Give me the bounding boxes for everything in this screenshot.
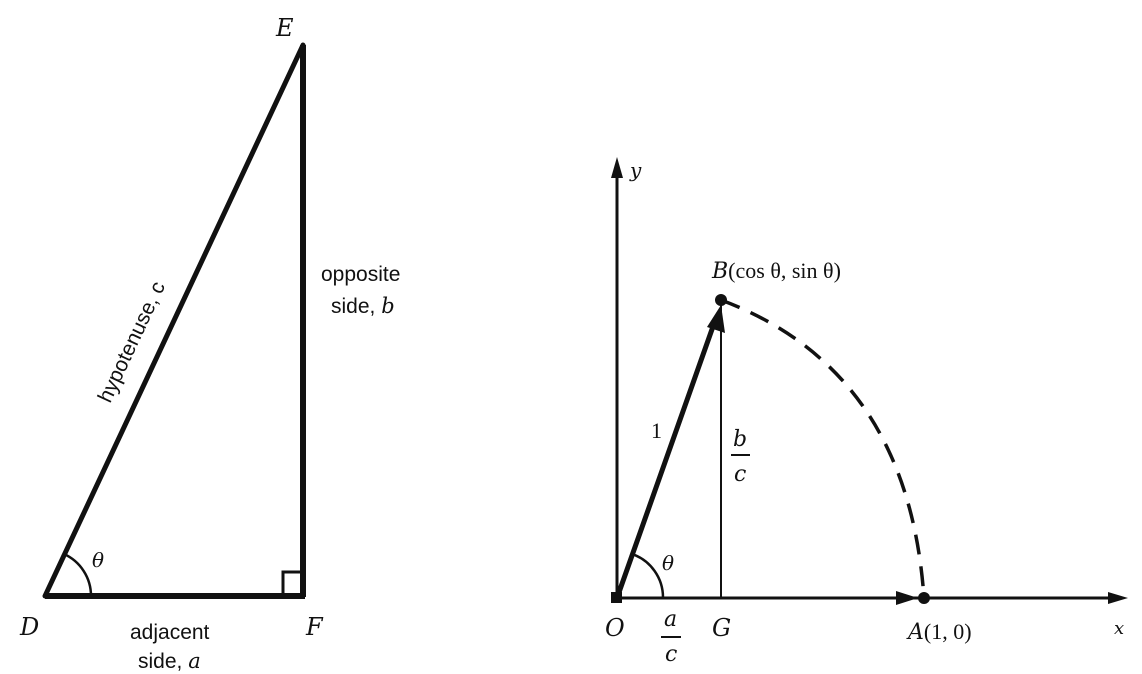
y-axis-label: y	[629, 158, 642, 182]
hypotenuse-label: hypotenuse, c	[94, 278, 170, 406]
adjacent-label-var: a	[188, 649, 201, 673]
opposite-label-line2: side, b	[331, 294, 395, 318]
x-axis-label: x	[1114, 618, 1124, 639]
right-triangle: D E F θ hypotenuse, c opposite side, b a…	[19, 14, 400, 673]
angle-label-theta-o: θ	[662, 551, 674, 575]
x-axis-segment-arrowhead	[896, 591, 918, 605]
fraction-a-numerator: a	[664, 607, 677, 632]
adjacent-label-line2: side, a	[138, 649, 201, 673]
fraction-b-denominator: c	[734, 462, 746, 487]
adjacent-label-line1: adjacent	[130, 621, 210, 644]
origin-label: O	[605, 614, 625, 642]
x-axis-arrowhead	[1108, 592, 1128, 604]
point-a-name: A	[906, 620, 924, 645]
angle-arc-o	[631, 552, 665, 599]
point-b-dot	[715, 294, 727, 306]
point-b-label: B(cos θ, sin θ)	[711, 258, 841, 284]
angle-label-theta: θ	[92, 548, 104, 572]
point-g-label: G	[712, 614, 731, 642]
fraction-b-numerator: b	[733, 427, 747, 452]
vertex-label-e: E	[275, 14, 294, 42]
opposite-label-prefix: side,	[331, 295, 381, 318]
angle-arc-d	[63, 552, 93, 597]
dashed-arc-ba	[720, 298, 926, 599]
y-axis-arrowhead	[611, 157, 623, 178]
fraction-a-denominator: c	[665, 642, 677, 667]
unit-vector-ob	[614, 315, 719, 601]
point-a-label: A(1, 0)	[906, 619, 972, 645]
point-b-name: B	[711, 259, 728, 284]
radius-label: 1	[651, 418, 662, 443]
opposite-label-var: b	[381, 294, 394, 318]
point-a-dot	[918, 592, 930, 604]
point-a-coords: (1, 0)	[924, 619, 972, 644]
right-angle-marker	[281, 570, 303, 596]
opposite-label-line1: opposite	[321, 263, 400, 286]
point-b-coords: (cos θ, sin θ)	[728, 258, 841, 283]
hypotenuse-line	[42, 42, 306, 599]
vertex-label-d: D	[19, 613, 39, 641]
vertex-label-f: F	[305, 613, 324, 641]
unit-circle-diagram: y x θ 1 B(cos θ, sin θ) A(1, 0) O G b c	[605, 157, 1128, 667]
adjacent-label-prefix: side,	[138, 650, 188, 673]
